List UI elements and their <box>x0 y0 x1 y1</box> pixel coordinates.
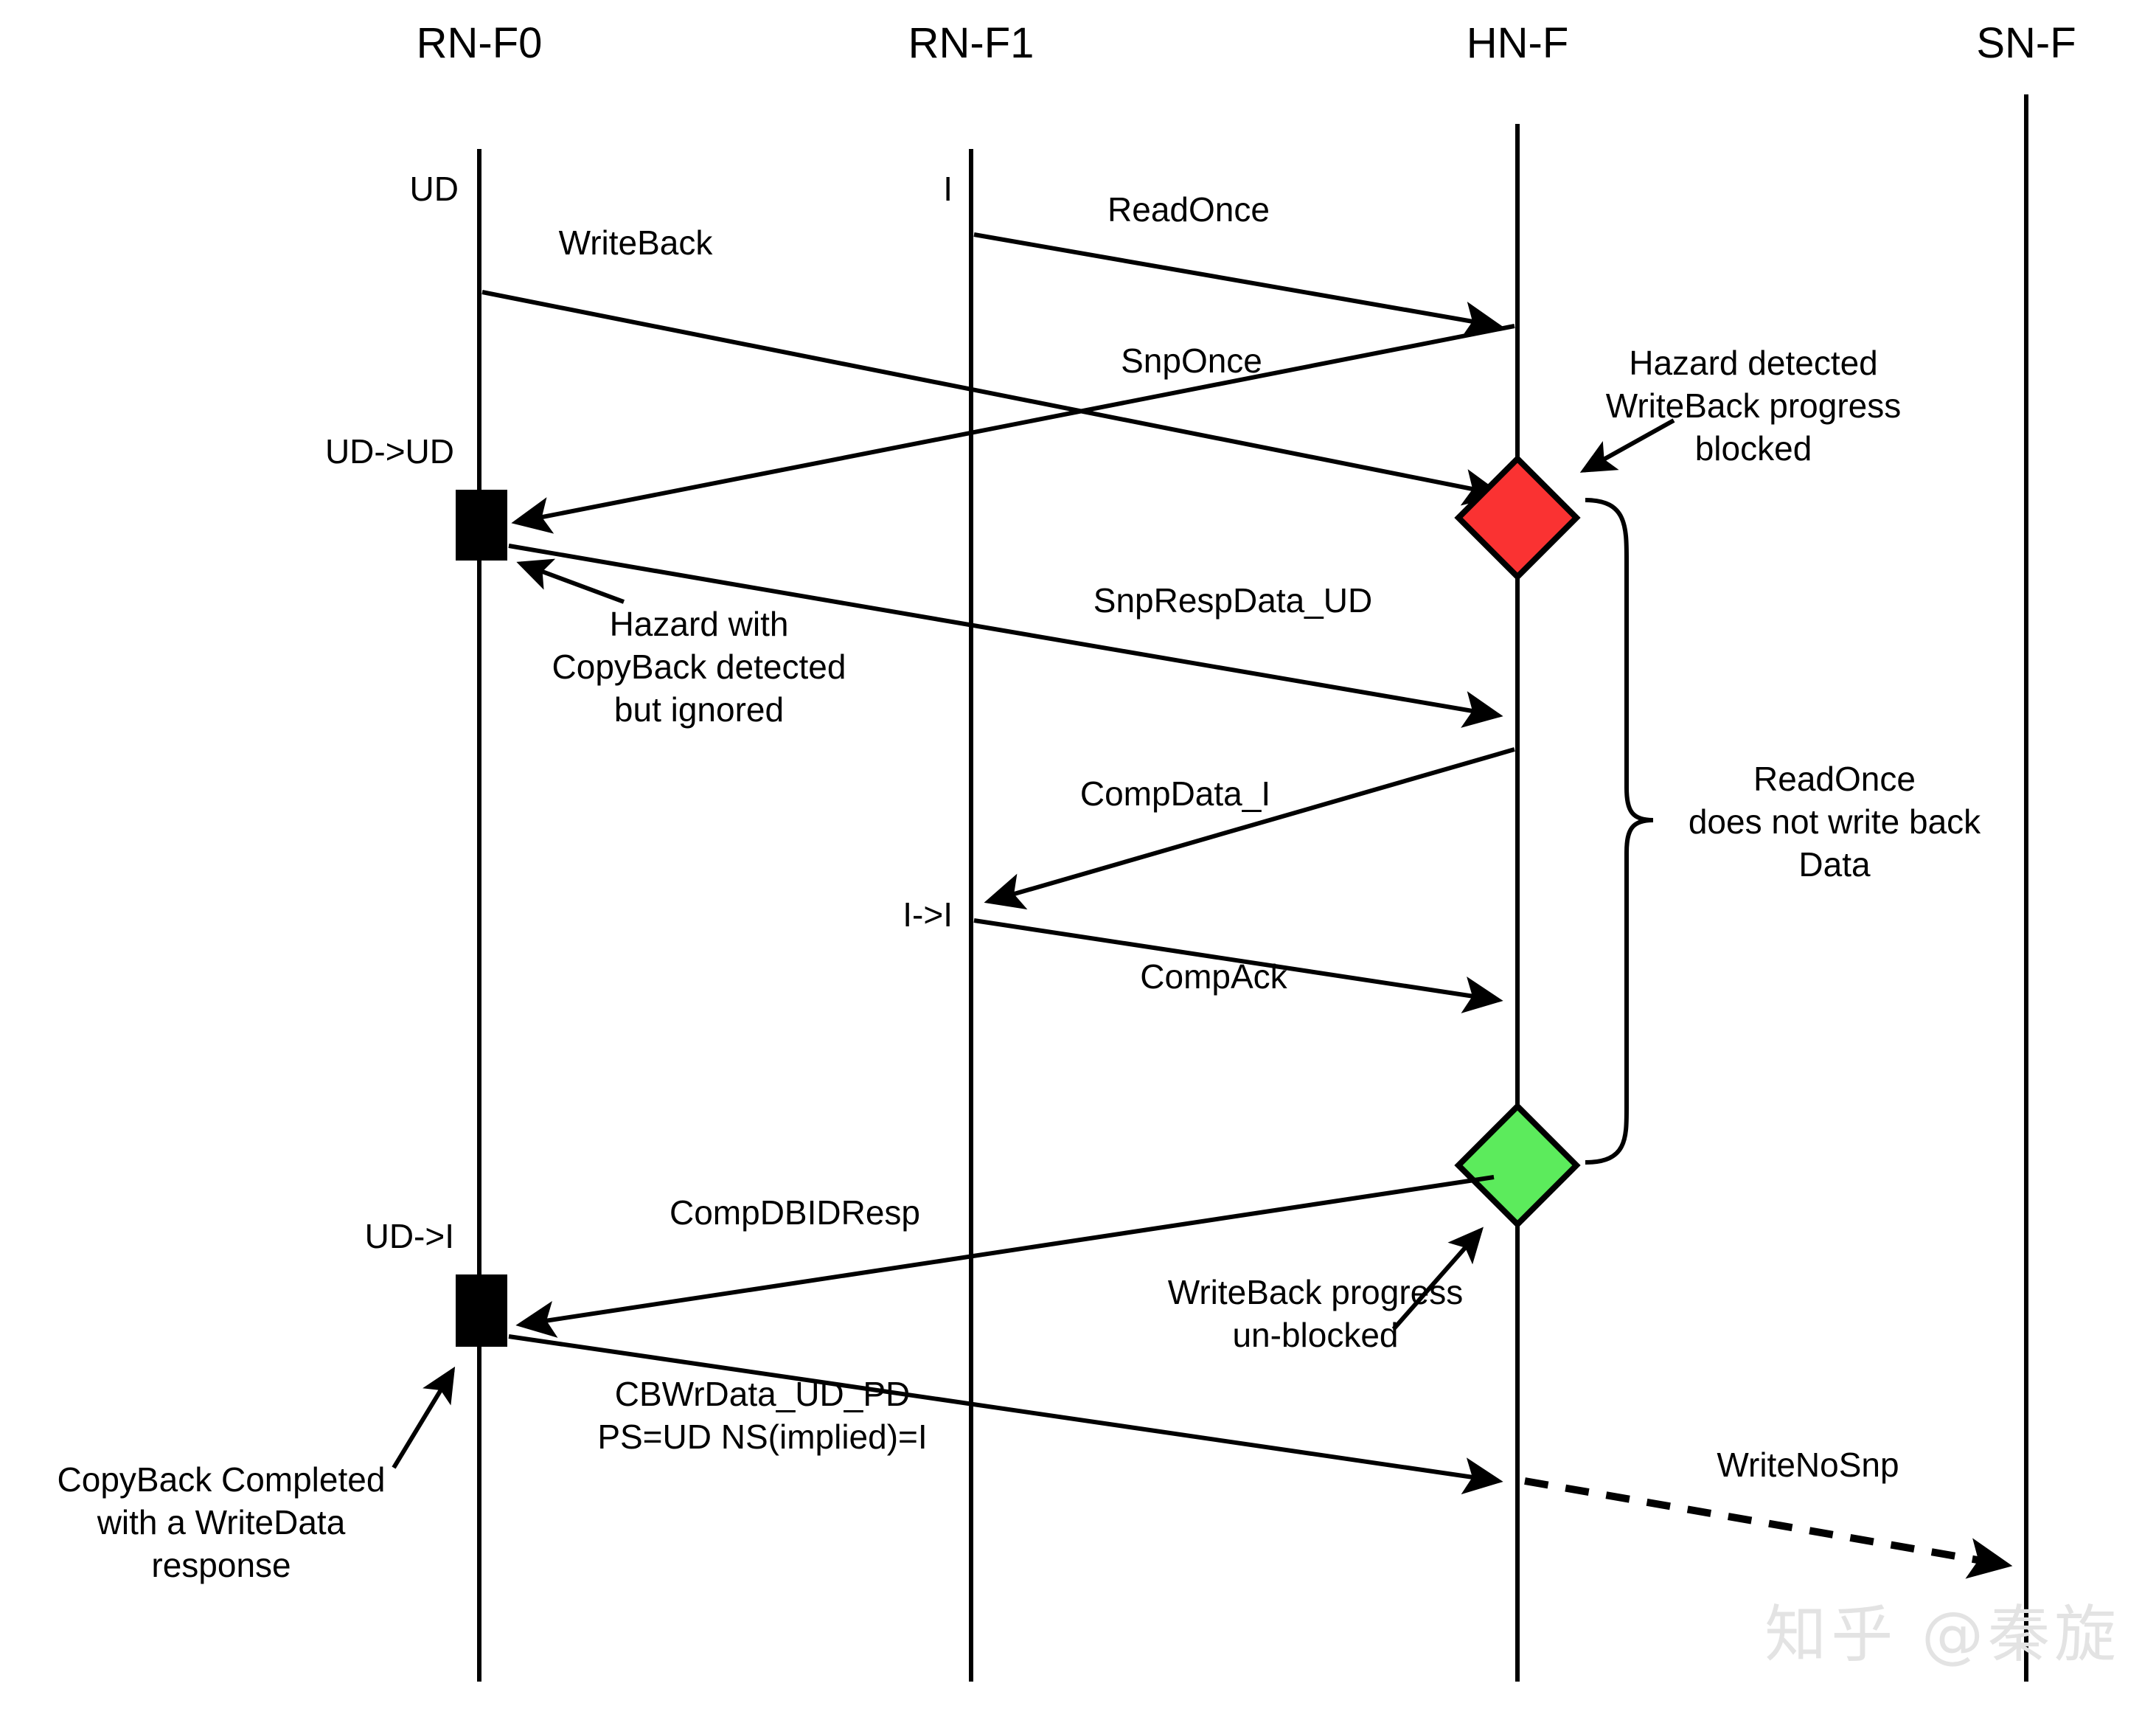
message-label-compdata-i: CompData_I <box>1080 774 1270 813</box>
note-hazard-detected-line1: Hazard detected <box>1629 344 1878 382</box>
note-hazard-ignored-line3: but ignored <box>614 690 784 729</box>
note-readonce-nowb-line1: ReadOnce <box>1753 760 1916 798</box>
activation-box-lower <box>456 1274 507 1347</box>
note-pointer-hazard-ignored <box>516 558 625 604</box>
message-label-snponce: SnpOnce <box>1121 341 1262 380</box>
lifeline-header-rn-f0: RN-F0 <box>417 19 543 67</box>
note-copyback-completed-line2: with a WriteData <box>97 1503 346 1541</box>
message-label-writenosnp: WriteNoSnp <box>1717 1446 1899 1484</box>
note-copyback-completed-line1: CopyBack Completed <box>58 1460 386 1499</box>
message-label-cbwrdata: CBWrData_UD_PD <box>615 1375 910 1413</box>
message-arrow-snponce <box>511 324 1515 534</box>
message-label-readonce: ReadOnce <box>1107 190 1270 229</box>
note-hazard-detected-line3: blocked <box>1695 429 1812 468</box>
state-label-rn-f0-initial: UD <box>410 170 459 208</box>
message-arrow-snprespdata-ud <box>508 544 1503 728</box>
hazard-blocked-diamond <box>1454 454 1581 581</box>
state-label-rn-f1-i-i: I->I <box>903 895 953 934</box>
lifeline-header-hn-f: HN-F <box>1467 19 1569 67</box>
message-label-compdbidresp: CompDBIDResp <box>670 1193 920 1232</box>
note-hazard-detected-line2: WriteBack progress <box>1606 386 1902 425</box>
message-arrow-readonce <box>973 232 1503 339</box>
state-label-rn-f0-ud-i: UD->I <box>365 1217 454 1255</box>
watermark: 知乎 @秦旋 <box>1764 1598 2121 1671</box>
note-writeback-unblocked-line2: un-blocked <box>1232 1316 1398 1354</box>
note-pointer-copyback-completed <box>392 1366 456 1469</box>
activation-box-upper <box>456 490 507 561</box>
note-readonce-nowb-line2: does not write back <box>1689 802 1981 841</box>
message-arrow-compack <box>973 918 1503 1013</box>
note-hazard-ignored-line1: Hazard with <box>610 605 789 643</box>
brace-readonce-no-writeback <box>1585 498 1654 1165</box>
message-label-snprespdata-ud: SnpRespData_UD <box>1093 581 1372 620</box>
message-arrow-compdbidresp <box>515 1175 1495 1338</box>
note-readonce-nowb-line3: Data <box>1798 845 1871 884</box>
message-arrow-writenosnp <box>1524 1477 2013 1579</box>
message-arrow-compdata-i <box>984 747 1515 910</box>
note-hazard-ignored-line2: CopyBack detected <box>552 648 846 686</box>
note-pointer-writeback-unblocked <box>1391 1227 1484 1331</box>
state-label-rn-f1-initial: I <box>943 170 953 208</box>
hazard-unblocked-diamond <box>1454 1102 1581 1229</box>
message-arrow-cbwrdata <box>508 1334 1503 1495</box>
note-writeback-unblocked-line1: WriteBack progress <box>1168 1273 1464 1311</box>
note-copyback-completed-line3: response <box>151 1546 291 1584</box>
lifeline-header-sn-f: SN-F <box>1976 19 2076 67</box>
message-arrow-writeback <box>481 290 1503 506</box>
message-label-writeback: WriteBack <box>559 223 714 262</box>
lifeline-header-rn-f1: RN-F1 <box>908 19 1034 67</box>
state-label-rn-f0-ud-ud: UD->UD <box>325 432 454 471</box>
note-pointer-hazard-detected <box>1579 418 1675 473</box>
message-sublabel-cbwrdata: PS=UD NS(implied)=I <box>597 1418 927 1456</box>
